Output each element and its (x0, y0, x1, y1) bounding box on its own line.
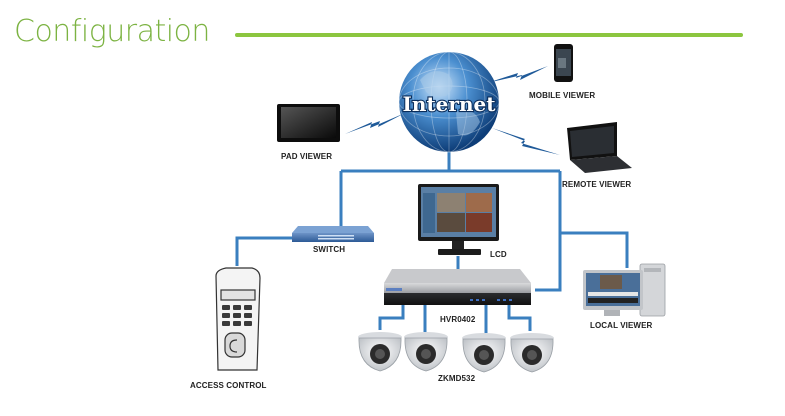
link-local-viewer (560, 231, 629, 268)
dome-camera-group (358, 332, 554, 373)
mobile-viewer-label: MOBILE VIEWER (529, 91, 596, 100)
tablet-icon (277, 104, 340, 142)
access-control-label: ACCESS CONTROL (190, 381, 267, 390)
lcd-label: LCD (490, 250, 507, 259)
internet-label: Internet (403, 92, 497, 116)
camera-model-label: ZKMD532 (438, 374, 476, 383)
dome-camera-icon (404, 332, 448, 372)
wired-links (235, 150, 629, 333)
wireless-bolt-remote (492, 128, 560, 155)
link-trunk-hvr (535, 171, 562, 292)
dome-camera-icon (462, 333, 506, 373)
dvr-recorder-icon (384, 269, 531, 305)
dome-camera-icon (358, 332, 402, 372)
hvr-label: HVR0402 (440, 315, 476, 324)
local-viewer-label: LOCAL VIEWER (590, 321, 653, 330)
monitor-icon (418, 184, 499, 255)
wireless-bolt-pad (345, 113, 405, 134)
remote-viewer-label: REMOTE VIEWER (562, 180, 632, 189)
page-title: Configuration (14, 14, 210, 49)
smartphone-icon (554, 44, 573, 82)
pad-viewer-label: PAD VIEWER (281, 152, 333, 161)
title-divider (235, 33, 743, 37)
link-switch-access (235, 236, 292, 266)
wireless-bolt-mobile (487, 66, 548, 83)
link-hvr-cam1 (378, 305, 405, 330)
wireless-links (345, 66, 560, 155)
dome-camera-icon (510, 333, 554, 373)
access-terminal-icon (215, 267, 261, 371)
laptop-icon (567, 122, 632, 173)
internet-globe-icon (398, 51, 500, 153)
network-switch-icon (292, 226, 374, 242)
desktop-workstation-icon (583, 263, 666, 317)
link-hvr-cam4 (507, 305, 532, 331)
switch-label: SWITCH (313, 245, 346, 254)
